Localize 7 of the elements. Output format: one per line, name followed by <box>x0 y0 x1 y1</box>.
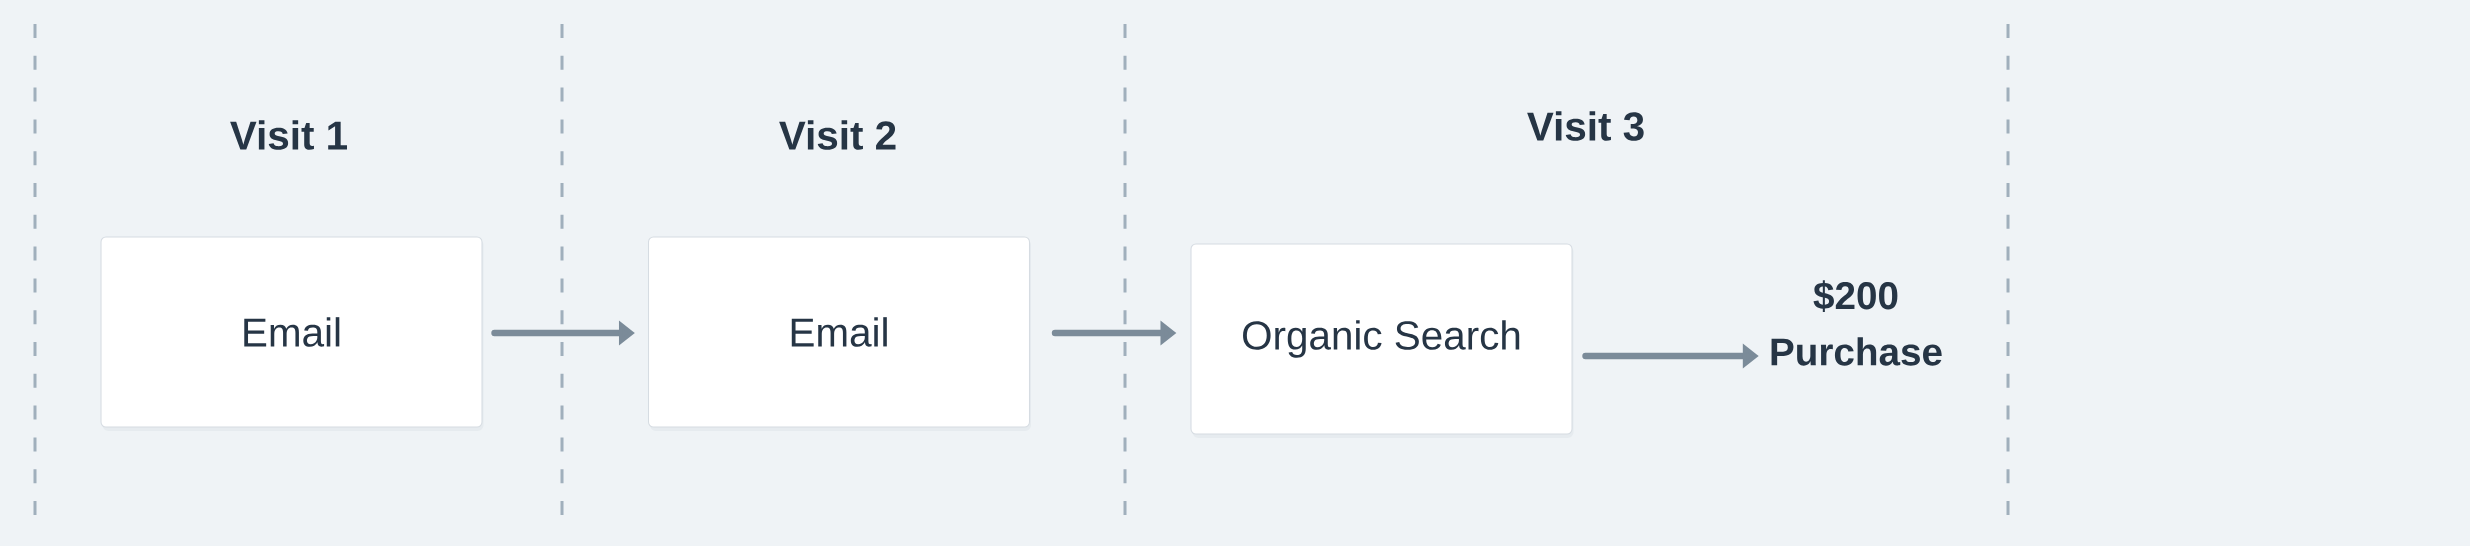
process-box: Organic Search <box>1190 243 1574 438</box>
column-heading: Visit 3 <box>1527 111 1644 141</box>
column-heading: Visit 2 <box>779 120 896 150</box>
process-box: Email <box>648 236 1031 431</box>
process-box: Email <box>100 236 484 431</box>
column-heading: Visit 1 <box>230 120 347 150</box>
outcome-label: $200 Purchase <box>1771 280 1942 366</box>
